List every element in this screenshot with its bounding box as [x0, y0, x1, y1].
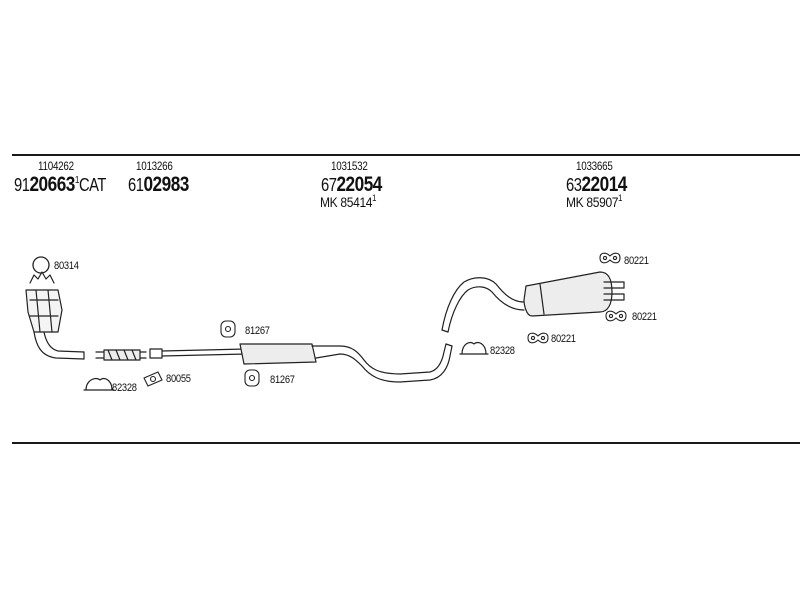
assembly-3-mk-sup: 1 — [372, 193, 377, 203]
hanger-80221-right-icon — [605, 310, 627, 322]
ring-80314-icon — [32, 256, 50, 274]
rear-silencer-icon — [441, 271, 625, 333]
assembly-3-mk: MK 854141 — [320, 193, 377, 210]
part-label-80055: 80055 — [166, 373, 191, 385]
assembly-3-mk-number: 85414 — [340, 194, 373, 210]
part-label-80314: 80314 — [54, 260, 79, 272]
assembly-1-sup: 1 — [74, 175, 80, 186]
assembly-4-mk-label: MK — [566, 194, 584, 210]
hanger-81267-bottom-icon — [244, 369, 260, 387]
assembly-4-mk-number: 85907 — [586, 194, 619, 210]
front-pipe-icon — [95, 349, 147, 361]
catalytic-converter-icon — [25, 271, 85, 360]
assembly-4-ref: 1033665 — [576, 159, 613, 173]
assembly-4-mk: MK 859071 — [566, 193, 623, 210]
assembly-1-suffix: CAT — [78, 175, 106, 195]
assembly-4-prefix: 63 — [566, 175, 582, 195]
assembly-3-ref: 1031532 — [331, 159, 368, 173]
part-label-81267-bottom: 81267 — [270, 374, 295, 386]
clamp-82328-left-icon — [83, 377, 115, 391]
assembly-1-prefix: 91 — [14, 175, 30, 195]
part-label-81267-top: 81267 — [245, 325, 270, 337]
assembly-4-mk-sup: 1 — [618, 193, 623, 203]
assembly-3-part-number: 6722054 — [321, 174, 382, 195]
hanger-80221-bottom-icon — [527, 332, 549, 344]
clamp-82328-right-icon — [459, 341, 489, 355]
assembly-1-number: 20663 — [29, 173, 75, 196]
assembly-3-prefix: 67 — [321, 175, 337, 195]
gasket-80055-icon — [143, 371, 163, 387]
hanger-80221-top-icon — [599, 252, 621, 264]
assembly-2-part-number: 6102983 — [128, 174, 189, 195]
part-label-82328-left: 82328 — [112, 382, 137, 394]
middle-silencer-icon — [149, 343, 453, 383]
part-label-82328-right: 82328 — [490, 345, 515, 357]
assembly-3-number: 22054 — [336, 173, 382, 196]
assembly-4-number: 22014 — [581, 173, 627, 196]
assembly-1-part-number: 91206631CAT — [14, 174, 106, 195]
part-label-80221-bottom: 80221 — [551, 333, 576, 345]
part-label-80221-top: 80221 — [624, 255, 649, 267]
hanger-81267-top-icon — [220, 320, 236, 338]
assembly-2-number: 02983 — [143, 173, 189, 196]
part-label-80221-right: 80221 — [632, 311, 657, 323]
assembly-4-part-number: 6322014 — [566, 174, 627, 195]
assembly-2-prefix: 61 — [128, 175, 144, 195]
assembly-1-ref: 1104262 — [38, 159, 74, 173]
bottom-divider — [12, 442, 800, 444]
assembly-2-ref: 1013266 — [136, 159, 173, 173]
top-divider — [12, 154, 800, 156]
assembly-3-mk-label: MK — [320, 194, 338, 210]
